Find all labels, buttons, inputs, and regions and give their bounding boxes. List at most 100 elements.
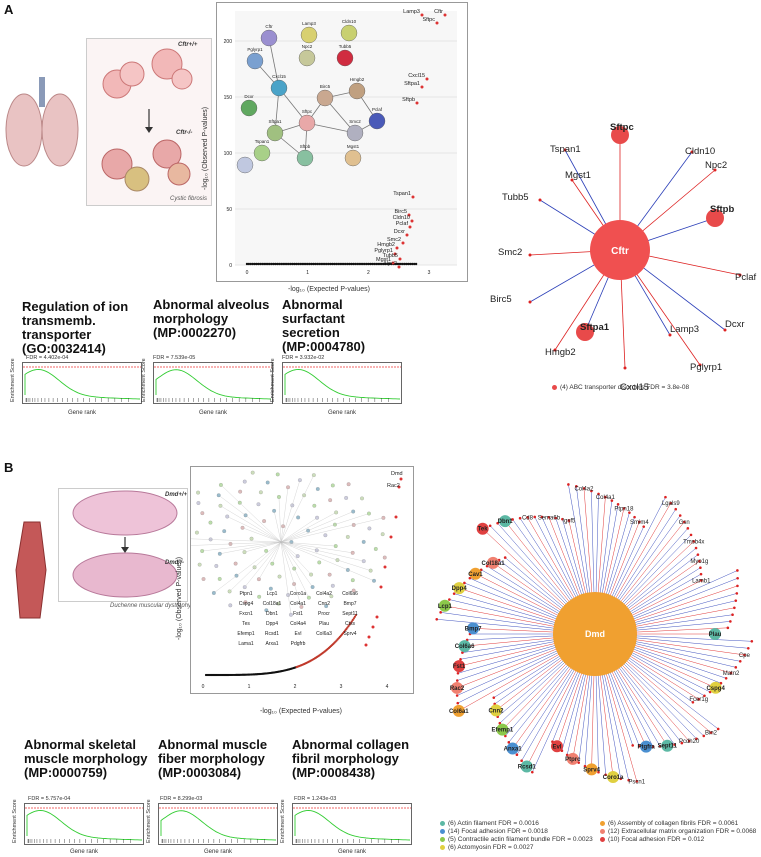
qq-point	[295, 262, 298, 266]
qq-point	[348, 623, 351, 626]
network-node	[698, 363, 702, 367]
qq-red-point	[393, 252, 397, 256]
network-gene-label: Ptpn18	[614, 506, 634, 512]
gsea-b3-plot	[292, 803, 412, 845]
network-node	[511, 518, 514, 521]
network-gene-label: Ptgfra	[637, 745, 655, 751]
inset-edge	[219, 541, 282, 554]
legend-text: (6) Assembly of collagen fibrils FDR = 0…	[608, 820, 739, 827]
inset-edge	[188, 541, 282, 546]
network-node	[604, 495, 607, 499]
inset-edge	[220, 505, 282, 543]
qq-point	[352, 617, 355, 620]
es-curve	[294, 810, 411, 841]
network-node	[697, 697, 701, 701]
qq-point	[329, 262, 332, 266]
qq-point	[388, 262, 391, 266]
inset-node	[249, 536, 254, 541]
inset-node	[219, 483, 223, 487]
qq-point	[371, 262, 374, 266]
inset-edge	[280, 541, 371, 571]
inset-node	[299, 605, 304, 609]
qq-point	[375, 262, 378, 266]
qq-point	[268, 262, 271, 266]
string-node	[300, 26, 318, 44]
gene-label: Efemp1	[237, 631, 254, 637]
inset-edge	[242, 527, 282, 543]
qq-point	[319, 262, 323, 266]
network-annotated-node	[506, 742, 519, 755]
network-node	[750, 639, 754, 643]
inset-edge	[272, 541, 282, 564]
network-node	[616, 503, 620, 506]
gene-label-dmd: Dmd	[391, 471, 403, 477]
gene-label: Pclaf	[396, 221, 409, 227]
cystic-fibrosis-caption: Cystic fibrosis	[170, 196, 208, 202]
gene-label: Evl	[295, 631, 302, 637]
network-node	[695, 737, 698, 741]
inset-node	[258, 490, 263, 495]
inset-node	[328, 498, 333, 503]
inset-edge	[280, 541, 302, 607]
network-node	[696, 553, 700, 556]
inset-node	[311, 473, 316, 478]
network-node	[439, 611, 442, 614]
string-node	[240, 99, 258, 117]
network-node	[496, 521, 499, 525]
network-node	[463, 581, 466, 585]
qq-point	[333, 262, 336, 266]
gene-label: Cftr	[434, 9, 443, 15]
qq-point	[349, 622, 352, 625]
network-node	[456, 701, 460, 705]
network-node	[435, 617, 439, 621]
network-gene-label: Igsf5	[562, 519, 576, 525]
network-node	[719, 681, 723, 685]
network-node	[459, 657, 462, 661]
network-node	[635, 779, 639, 783]
string-node	[298, 114, 316, 132]
qq-red-point	[415, 101, 419, 105]
network-annotated-node	[709, 628, 721, 640]
inset-edge	[280, 487, 289, 543]
network-node	[583, 764, 587, 768]
legend-dot-icon	[440, 820, 445, 826]
inset-node	[268, 586, 273, 591]
network-node	[669, 501, 673, 505]
network-gene-label: Pscn1	[628, 779, 645, 785]
network-node	[724, 676, 728, 680]
gene-label: Dpp4	[266, 621, 278, 627]
qq-point	[356, 262, 359, 266]
network-node	[709, 731, 713, 734]
network-node	[690, 150, 694, 154]
legend-dot-icon	[552, 384, 557, 390]
inset-edge	[273, 510, 282, 543]
network-gene-label: Cpe	[739, 653, 751, 659]
qq-point	[310, 262, 313, 266]
network-node	[726, 626, 730, 630]
inset-node	[346, 482, 351, 487]
legend-item: (10) Focal adhesion FDR = 0.012	[600, 836, 704, 843]
dmd-wt-label: Dmd+/+	[165, 492, 188, 498]
inset-node	[298, 478, 302, 483]
network-node	[731, 613, 734, 617]
qq-point	[259, 262, 262, 266]
network-gene-label: Cd8	[522, 515, 534, 521]
network-node	[479, 568, 483, 572]
network-node	[528, 253, 532, 257]
inset-edge	[278, 496, 282, 543]
qq-red-point	[394, 515, 398, 519]
gene-label: Mgst1	[376, 257, 391, 263]
qq-point	[386, 262, 389, 266]
qq-point	[287, 262, 290, 266]
inset-node	[242, 550, 247, 554]
qq-point	[262, 262, 266, 266]
network-node	[576, 323, 594, 341]
string-node	[344, 149, 362, 167]
qq-point	[346, 262, 349, 266]
string-node	[368, 112, 386, 130]
x-tick-label: 0	[202, 684, 205, 690]
network-node	[729, 671, 733, 675]
qq-point	[276, 262, 279, 266]
gsea-a1-fdr: FDR = 4.402e-04	[26, 355, 69, 361]
